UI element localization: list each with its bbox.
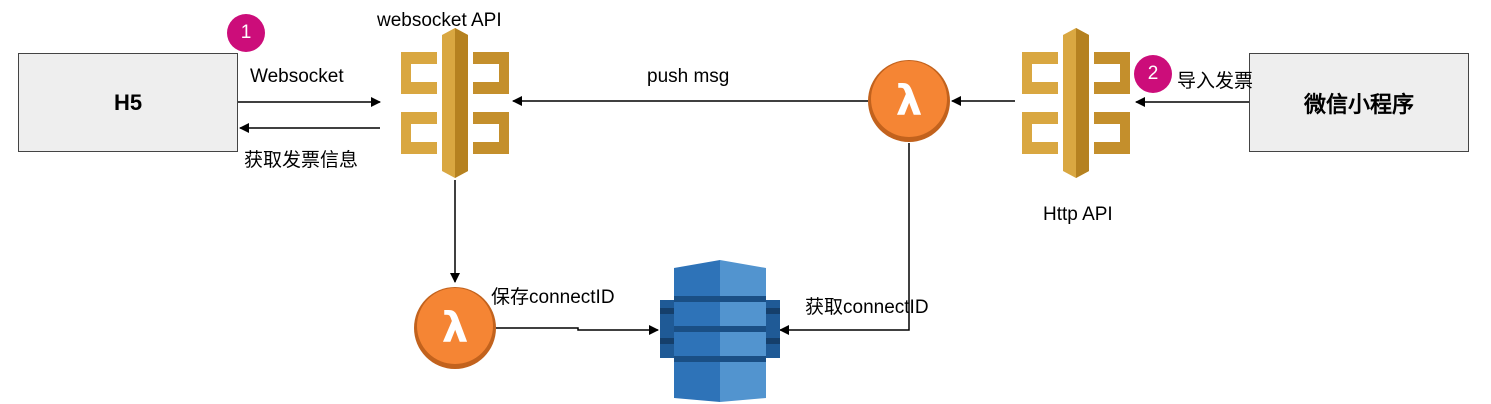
http-api-label: Http API <box>1043 204 1113 225</box>
import-invoice-label: 导入发票 <box>1177 71 1254 92</box>
step-badge-1-number: 1 <box>240 22 252 43</box>
lambda-icon: λ <box>414 287 496 369</box>
edge-lambda-top-to-dynamodb <box>779 143 910 335</box>
api-gateway-icon <box>1022 28 1130 178</box>
step-badge-1: 1 <box>227 14 265 52</box>
wechat-miniprogram-box: 微信小程序 <box>1249 53 1469 152</box>
svg-text:λ: λ <box>896 76 923 125</box>
h5-label: H5 <box>113 89 143 115</box>
h5-box: H5 <box>18 53 238 152</box>
push-msg-label: push msg <box>647 66 730 87</box>
lambda-icon: λ <box>868 60 950 142</box>
step-badge-2-number: 2 <box>1147 63 1159 84</box>
dynamodb-icon <box>660 260 780 402</box>
get-invoice-info-label: 获取发票信息 <box>244 150 359 171</box>
save-connect-id-label: 保存connectID <box>491 287 615 308</box>
step-badge-2: 2 <box>1134 55 1172 93</box>
wechat-label: 微信小程序 <box>1303 91 1414 117</box>
edge-lambda-to-dynamodb <box>496 325 659 335</box>
svg-text:λ: λ <box>442 303 469 352</box>
get-connect-id-label: 获取connectID <box>805 297 929 318</box>
websocket-api-label: websocket API <box>377 10 502 31</box>
api-gateway-icon <box>401 28 509 178</box>
websocket-edge-label: Websocket <box>250 66 344 87</box>
